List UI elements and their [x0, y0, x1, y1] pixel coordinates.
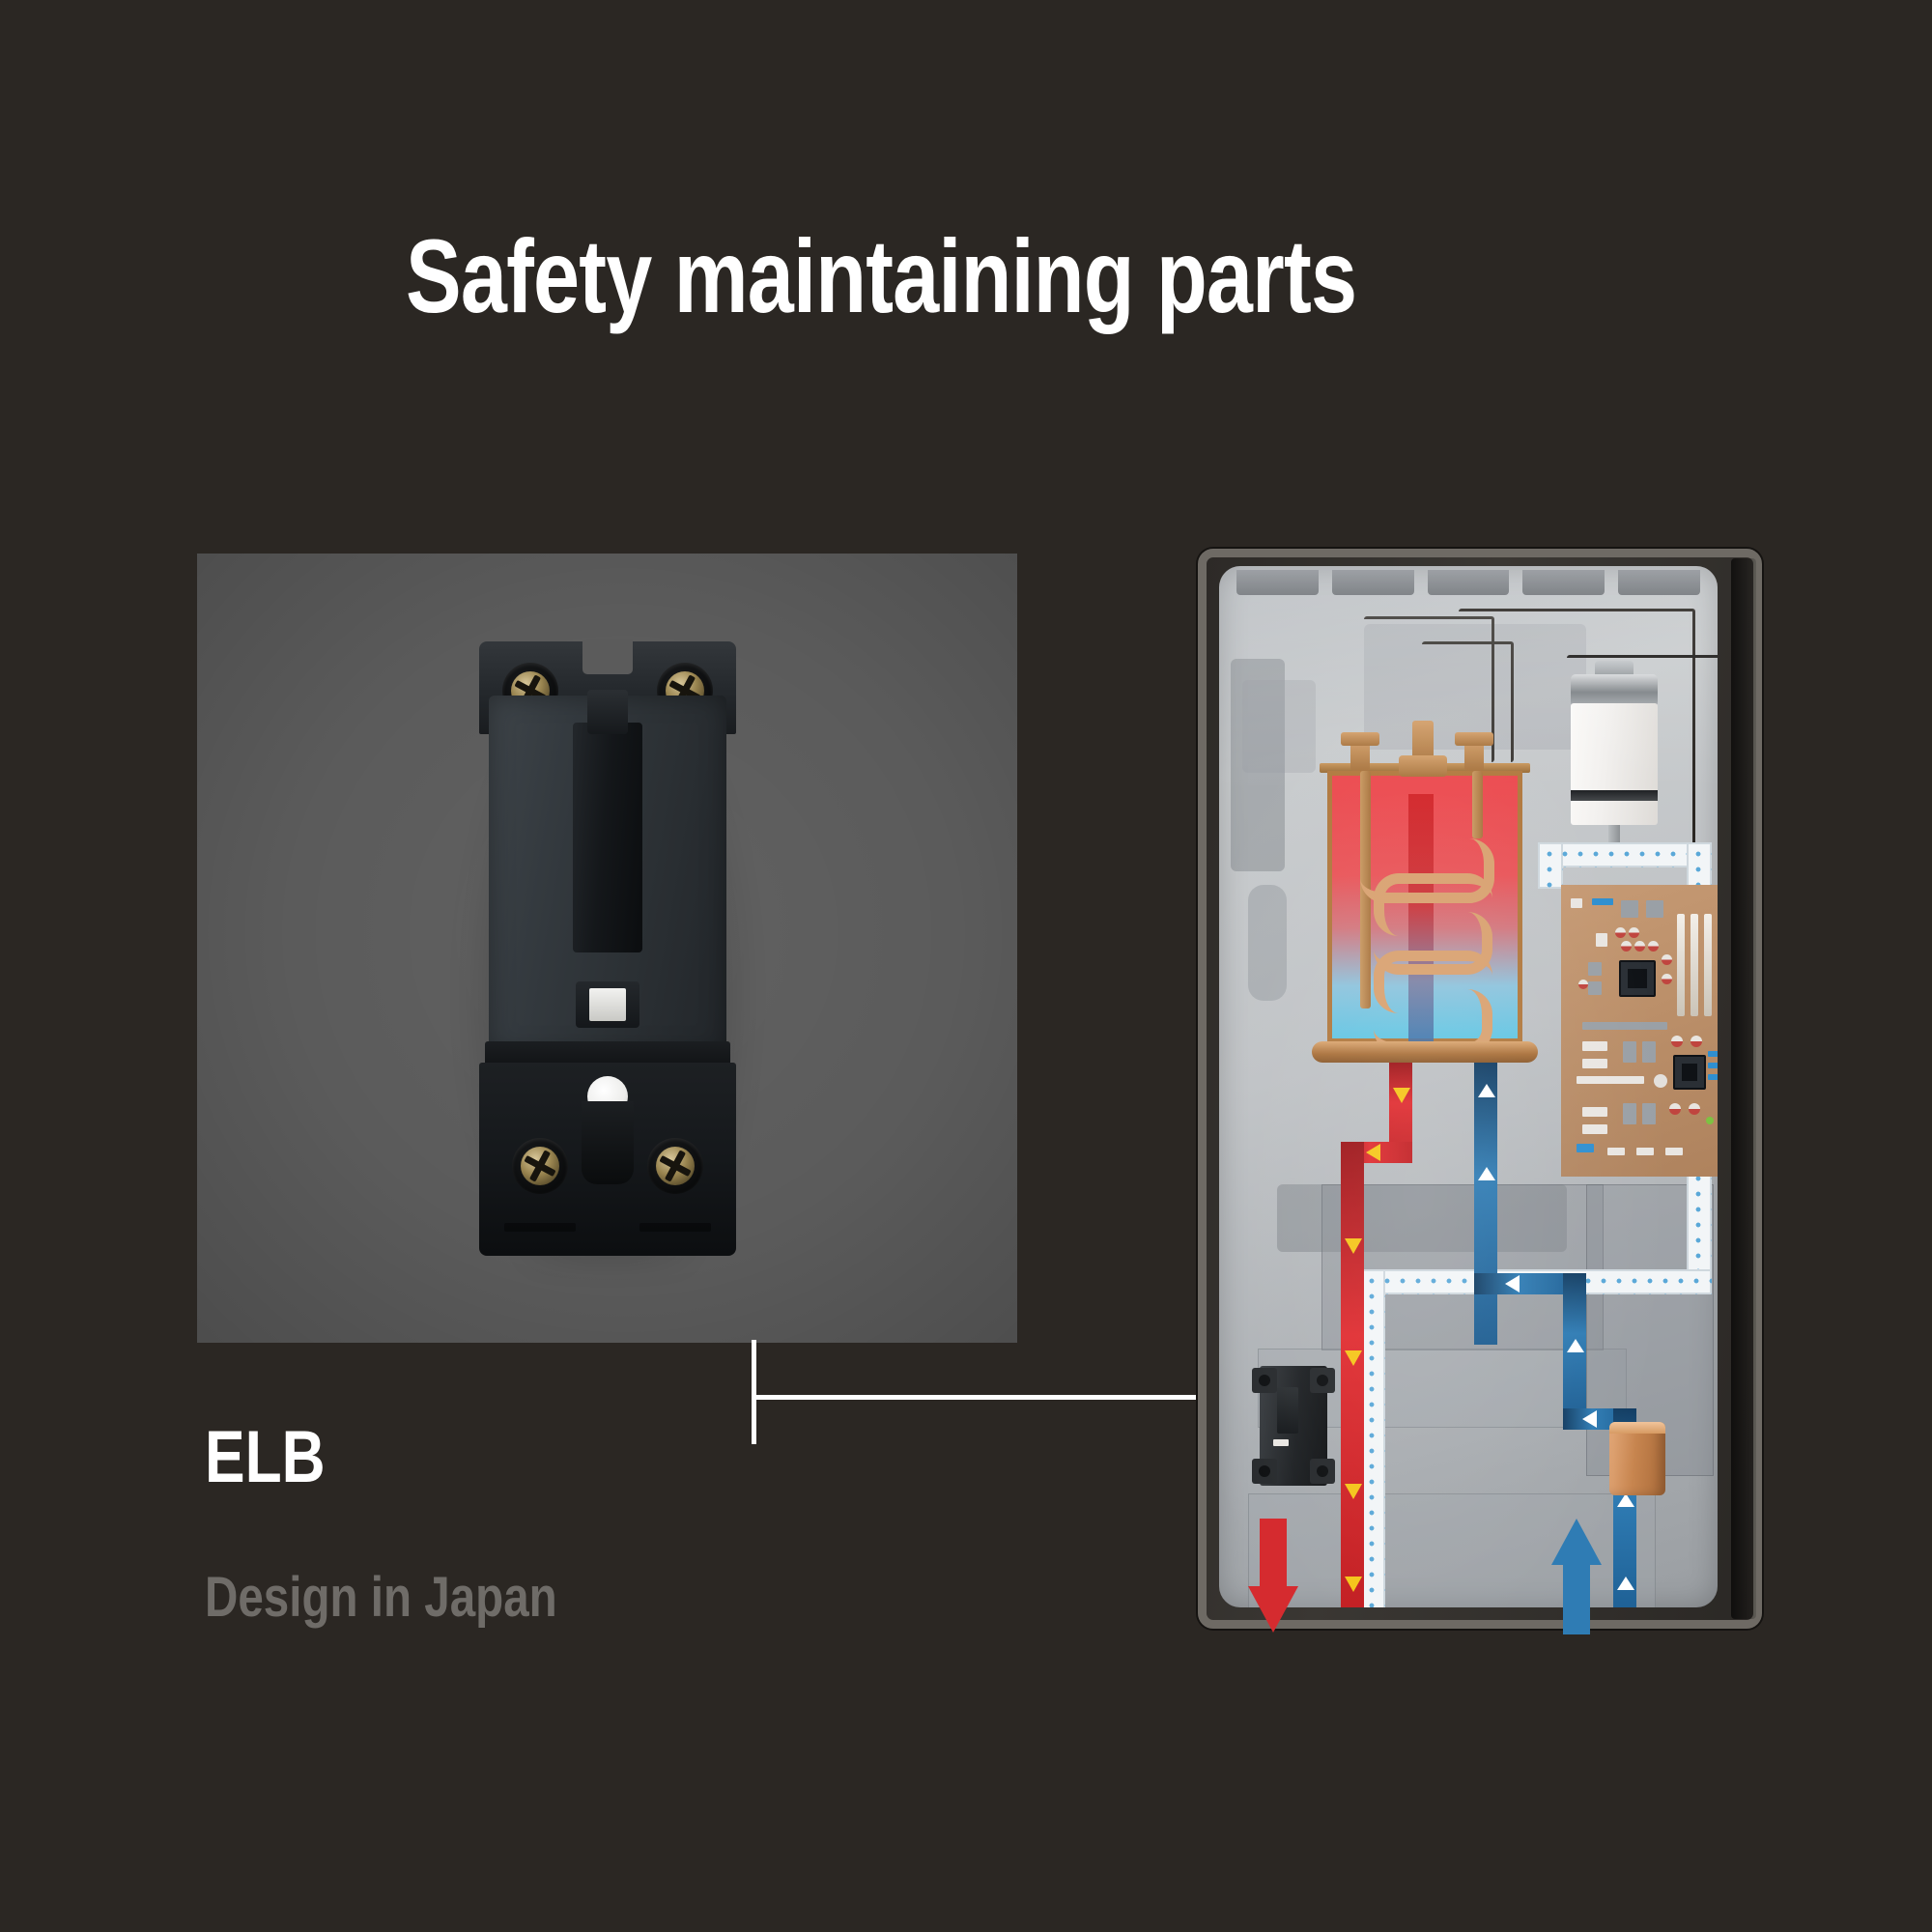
wire-loop-b — [1422, 641, 1514, 762]
terminal-screw-bottom-right — [646, 1137, 703, 1194]
ghost-component-a — [1231, 659, 1285, 871]
breaker-toggle-lever — [572, 689, 642, 952]
unit-right-shadow-edge — [1731, 558, 1756, 1619]
tank-nozzle-center — [1412, 721, 1434, 765]
hot-flow-arrow-3 — [1345, 1238, 1362, 1254]
wire-loop-d — [1567, 655, 1718, 907]
cold-pipe-segment-2 — [1474, 1273, 1586, 1294]
wire-loop-c — [1459, 609, 1695, 903]
hot-flow-arrow-5 — [1345, 1484, 1362, 1499]
coil-bend-1 — [1360, 838, 1494, 903]
motor-body — [1571, 703, 1658, 825]
tank-bottom-manifold — [1312, 1041, 1538, 1063]
tank-nozzle-right-cap — [1455, 732, 1493, 746]
page-title: Safety maintaining parts — [406, 217, 1357, 334]
hot-water-outlet-arrow — [1248, 1519, 1298, 1634]
coil-bend-4 — [1374, 951, 1492, 1013]
motor-cap — [1571, 674, 1658, 707]
blower-motor — [1567, 661, 1662, 850]
coil-bend-2 — [1374, 873, 1492, 936]
breaker-test-button — [575, 980, 639, 1028]
callout-vertical-line — [752, 1340, 756, 1444]
ghost-component-c — [1248, 885, 1287, 1001]
hot-pipe-segment-3 — [1341, 1142, 1364, 1607]
tank-nozzle-right — [1464, 738, 1484, 771]
control-pcb — [1561, 885, 1718, 1177]
breaker-vent-slot-left — [503, 1222, 576, 1232]
cold-pipe-segment-1 — [1474, 1063, 1497, 1345]
motor-band — [1571, 790, 1658, 801]
ghost-component-e — [1277, 1184, 1567, 1252]
cold-flow-arrow-7 — [1617, 1577, 1634, 1590]
pcb-capacitor-1 — [1677, 914, 1685, 1016]
tank-nozzle-center-flange — [1399, 755, 1447, 777]
ghost-component-d — [1364, 624, 1586, 750]
breaker-top-notch — [582, 639, 633, 674]
cold-water-inlet-arrow — [1551, 1519, 1602, 1634]
water-heater-cutaway-diagram — [1198, 549, 1762, 1634]
hot-flow-arrow-1 — [1393, 1088, 1410, 1103]
elb-breaker-in-unit — [1252, 1366, 1335, 1486]
tank-nozzle-left-cap — [1341, 732, 1379, 746]
insulation-duct-left-dots — [1360, 1269, 1385, 1607]
tank-nozzle-left — [1350, 738, 1370, 771]
cold-flow-arrow-2 — [1478, 1167, 1495, 1180]
cold-flow-arrow-5 — [1582, 1410, 1597, 1428]
cold-flow-arrow-1 — [1478, 1084, 1495, 1097]
breaker-body — [488, 689, 726, 1053]
breaker-bottom-terminal-block — [478, 1062, 736, 1256]
pcb-capacitor-2 — [1690, 914, 1698, 1016]
hot-flow-arrow-4 — [1345, 1350, 1362, 1366]
tank-center-channel — [1408, 794, 1434, 1043]
unit-top-vents — [1236, 570, 1700, 595]
pcb-status-led — [1706, 1117, 1714, 1124]
origin-label: Design in Japan — [205, 1566, 557, 1629]
elb-breaker-photo — [457, 639, 757, 1269]
cold-flow-arrow-4 — [1567, 1339, 1584, 1352]
coil-bend-3 — [1374, 912, 1492, 975]
hot-flow-arrow-2 — [1366, 1144, 1380, 1161]
pcb-chip-2 — [1673, 1055, 1706, 1090]
part-label: ELB — [205, 1416, 326, 1498]
ghost-component-b — [1242, 680, 1316, 773]
cold-flow-arrow-6 — [1617, 1493, 1634, 1507]
insulation-duct-top-elbow-dots — [1538, 842, 1563, 889]
cold-flow-arrow-3 — [1505, 1275, 1520, 1293]
insulation-duct-top-dots — [1538, 842, 1712, 867]
hot-flow-arrow-6 — [1345, 1577, 1362, 1592]
coil-outlet-leg — [1472, 771, 1483, 838]
terminal-screw-bottom-left — [511, 1137, 568, 1194]
pcb-microcontroller — [1619, 960, 1656, 997]
breaker-lever-cap — [586, 689, 628, 734]
elb-product-photo-panel — [197, 554, 1017, 1343]
breaker-center-tab — [581, 1100, 634, 1184]
copper-valve — [1609, 1422, 1665, 1495]
wire-loop-a — [1364, 616, 1494, 762]
pcb-capacitor-3 — [1704, 914, 1712, 1016]
breaker-vent-slot-right — [639, 1222, 711, 1232]
unit-interior — [1219, 566, 1718, 1607]
callout-horizontal-line — [752, 1395, 1278, 1400]
